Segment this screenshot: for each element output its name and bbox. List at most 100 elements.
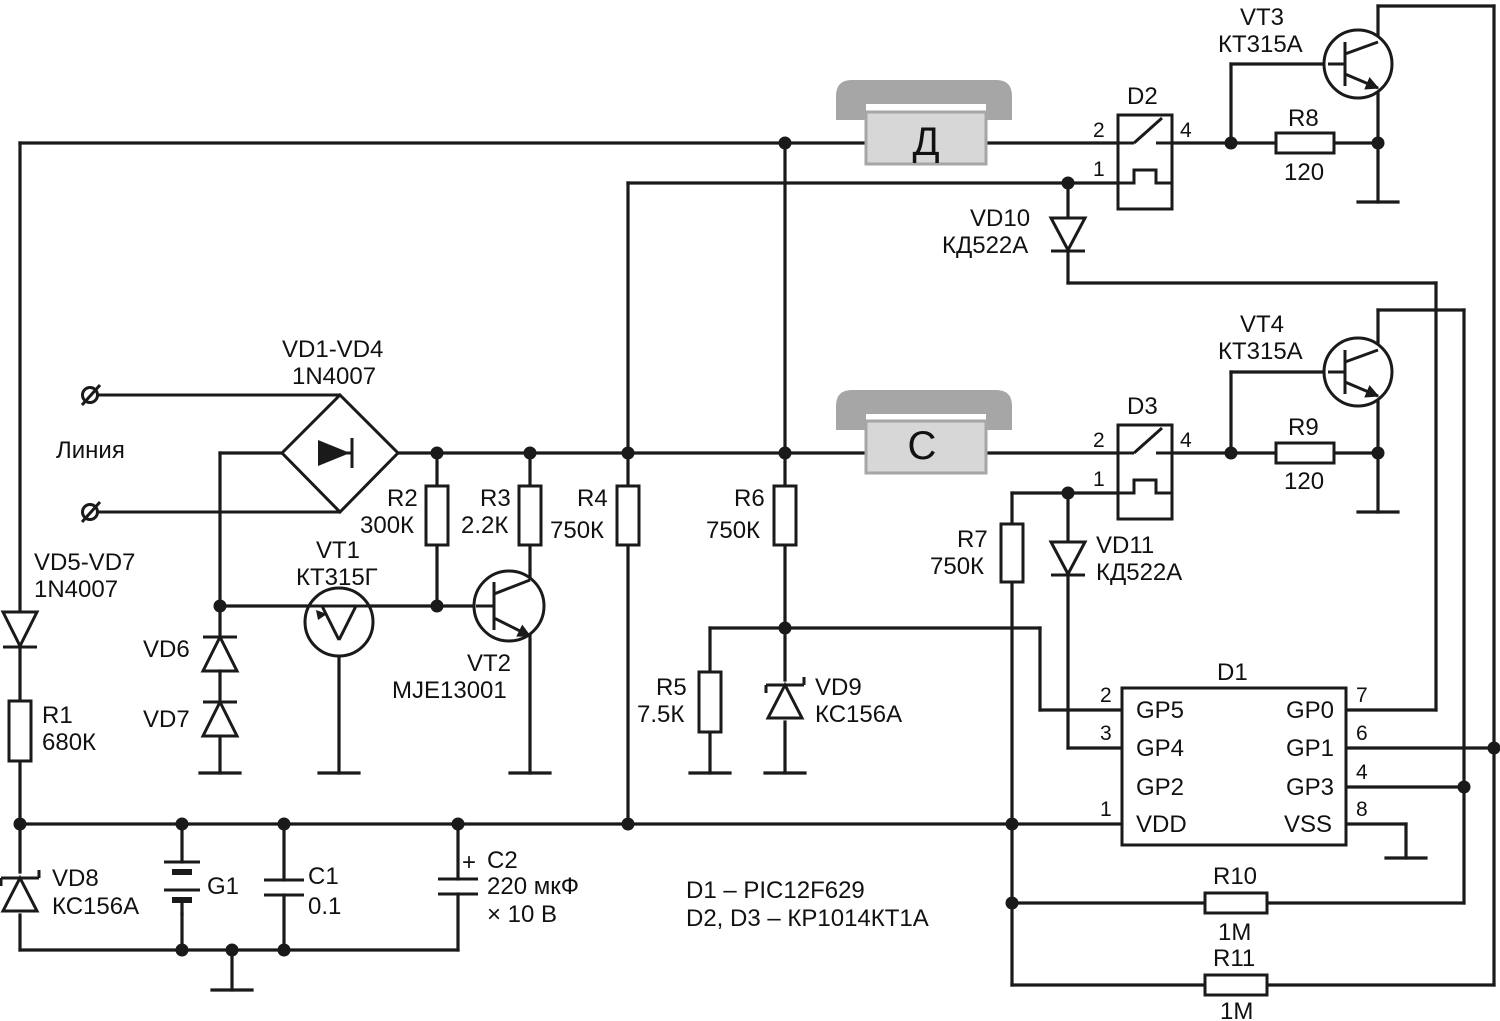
d1-right-pin-num: 6 [1356, 722, 1368, 745]
vt1-ref: VT1 [316, 537, 360, 564]
vd6-ref: VD6 [143, 636, 190, 663]
c2-ref: C2 [487, 847, 518, 874]
r10-ref: R10 [1213, 863, 1257, 890]
vt3-ref: VT3 [1240, 4, 1284, 31]
d1-right-pin-num: 4 [1356, 761, 1368, 784]
resistor-r7: R7 750К [930, 522, 1025, 584]
transistor-vt1: VT1 КТ315Г [296, 537, 378, 658]
r4-value: 750К [550, 517, 604, 544]
vd7-ref: VD7 [143, 706, 190, 733]
microcontroller-d1: D1 GP5 GP4 GP2 VDD 2 3 1 GP0 GP1 GP3 VSS… [1100, 659, 1368, 847]
sensor-d-letter: Д [912, 120, 939, 164]
r11-value: 1M [1220, 998, 1253, 1021]
c2-value-voltage: × 10 В [487, 901, 557, 928]
resistor-r1: R1 680К [7, 699, 96, 763]
note-d1: D1 – PIC12F629 [686, 877, 865, 904]
transistor-vt2: VT2 MJE13001 [392, 569, 546, 704]
resistor-r9: R9 120 [1274, 414, 1336, 495]
note-d2-d3: D2, D3 – КР1014КТ1А [686, 905, 929, 932]
d1-ref: D1 [1217, 659, 1248, 686]
line-input-terminals: Линия [56, 383, 125, 524]
r6-ref: R6 [734, 485, 765, 512]
r7-value: 750К [930, 553, 984, 580]
r4-ref: R4 [577, 485, 608, 512]
c2-plus: + [462, 849, 476, 876]
zener-vd8: VD8 КС156А [0, 865, 139, 920]
sensor-d: Д [836, 80, 1012, 166]
d1-left-pin-name: GP4 [1136, 735, 1184, 762]
component-notes: D1 – PIC12F629 D2, D3 – КР1014КТ1А [686, 877, 929, 932]
capacitor-c1: C1 0.1 [264, 863, 341, 920]
r5-value: 7.5К [637, 701, 684, 728]
junction-dots [13, 136, 1500, 957]
vt2-value: MJE13001 [392, 677, 507, 704]
vd11-ref: VD11 [1096, 532, 1154, 559]
r10-value: 1M [1218, 919, 1251, 946]
d1-left-pin-name: GP2 [1136, 774, 1184, 801]
d2-ref: D2 [1127, 83, 1158, 110]
optorelay-d3: D3 2 1 4 [1093, 393, 1192, 521]
resistor-r4: R4 750К [550, 484, 641, 547]
resistor-r8: R8 120 [1274, 105, 1336, 186]
optorelay-d2: D2 2 1 4 [1093, 83, 1192, 211]
d1-right-pin-name: GP3 [1286, 774, 1334, 801]
vd11-value: КД522А [1096, 559, 1182, 586]
vd9-ref: VD9 [815, 674, 862, 701]
vd1-vd4-ref: VD1-VD4 [282, 336, 383, 363]
vd1-vd4-value: 1N4007 [292, 363, 376, 390]
d1-right-pin-name: GP1 [1286, 735, 1334, 762]
r8-ref: R8 [1288, 105, 1319, 132]
vt2-ref: VT2 [467, 650, 511, 677]
sensor-c-letter: С [908, 424, 937, 468]
d2-pin1: 1 [1093, 158, 1105, 181]
sensor-c: С [836, 390, 1012, 475]
d1-left-pin-num: 2 [1100, 684, 1112, 707]
vd5-vd7-ref: VD5-VD7 [34, 549, 135, 576]
transistor-vt4: VT4 КТ315А [1218, 311, 1394, 408]
diode-vd11: VD11 КД522А [1048, 532, 1182, 586]
diode-vd5-vd7: VD5-VD7 1N4007 [0, 549, 135, 650]
c2-value-capacitance: 220 мкФ [487, 873, 579, 900]
d2-pin4: 4 [1180, 119, 1192, 142]
vd10-ref: VD10 [970, 205, 1030, 232]
d2-pin2: 2 [1093, 119, 1105, 142]
resistor-r11: R11 1M [1203, 945, 1269, 1021]
r6-value: 750К [706, 517, 760, 544]
vd9-value: КС156А [815, 701, 902, 728]
diode-vd10: VD10 КД522А [942, 205, 1088, 259]
vt1-value: КТ315Г [296, 564, 378, 591]
d1-left-pin-name: GP5 [1136, 697, 1184, 724]
r1-value: 680К [42, 729, 96, 756]
r2-value: 300К [360, 512, 414, 539]
vd8-value: КС156А [52, 893, 139, 920]
resistor-r2: R2 300К [360, 484, 450, 547]
d3-pin1: 1 [1093, 468, 1105, 491]
resistor-r6: R6 750К [706, 484, 798, 547]
d1-left-pin-name: VDD [1136, 811, 1187, 838]
d1-left-pin-num: 3 [1100, 722, 1112, 745]
battery-g1: G1 [164, 860, 239, 916]
d1-right-pin-name: VSS [1284, 811, 1332, 838]
r1-ref: R1 [42, 702, 73, 729]
r8-value: 120 [1284, 159, 1324, 186]
vd8-ref: VD8 [52, 865, 99, 892]
r7-ref: R7 [957, 526, 988, 553]
diode-bridge-vd1-vd4: VD1-VD4 1N4007 [279, 336, 401, 515]
vd10-value: КД522А [942, 232, 1028, 259]
vd5-vd7-value: 1N4007 [34, 576, 118, 603]
vt4-value: КТ315А [1218, 338, 1303, 365]
r11-ref: R11 [1213, 945, 1255, 972]
diode-vd7: VD7 [143, 669, 240, 738]
resistor-r10: R10 1M [1203, 863, 1269, 946]
diode-vd6: VD6 [143, 633, 240, 673]
d1-right-pin-num: 7 [1356, 684, 1368, 707]
d1-right-pin-num: 8 [1356, 798, 1368, 821]
d3-ref: D3 [1127, 393, 1158, 420]
r2-ref: R2 [387, 485, 418, 512]
vt3-value: КТ315А [1218, 31, 1303, 58]
resistor-r5: R5 7.5К [637, 670, 723, 734]
g1-ref: G1 [207, 873, 239, 900]
capacitor-c2: + C2 220 мкФ × 10 В [438, 847, 579, 928]
vt4-ref: VT4 [1240, 311, 1284, 338]
